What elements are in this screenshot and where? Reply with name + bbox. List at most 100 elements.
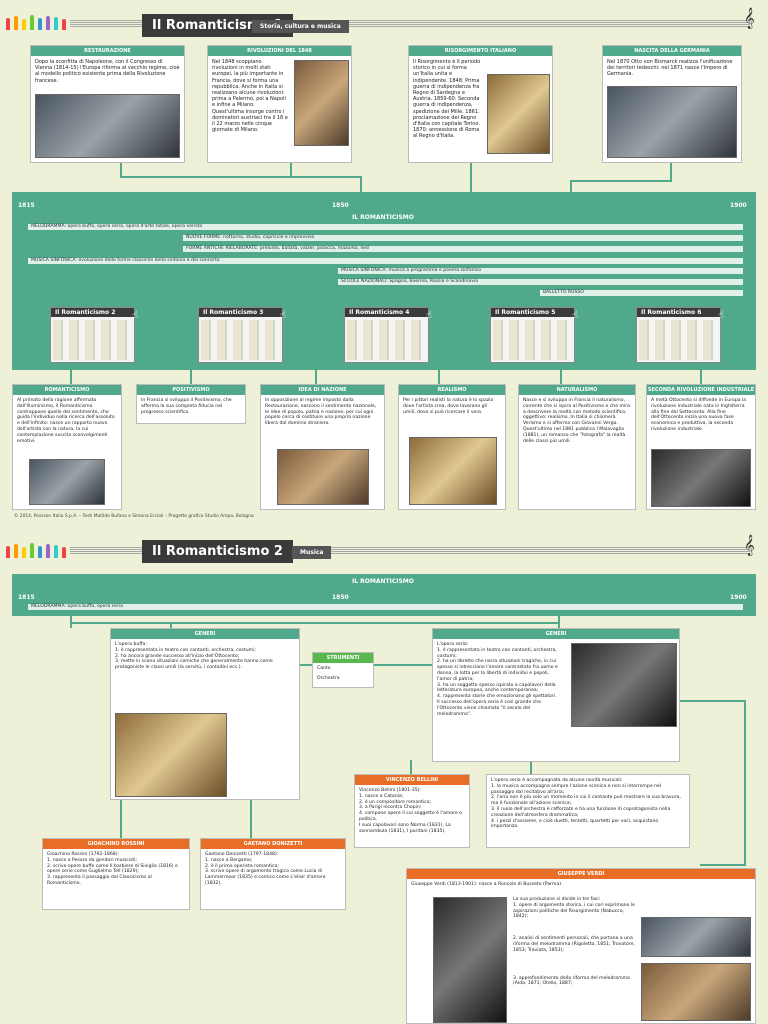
connector	[530, 760, 532, 774]
staff-lines	[70, 547, 750, 557]
card-head: ROMANTICISMO	[13, 385, 121, 395]
list-item: Canto	[317, 666, 331, 671]
connector	[560, 370, 562, 384]
list-item: 3. ha un soggetto spesso ispirato a capo…	[437, 682, 556, 694]
year-label: 1900	[730, 594, 747, 601]
card-text: Il Risorgimento è il periodo storico in …	[413, 59, 481, 140]
connector	[120, 800, 122, 838]
card-head: POSITIVISMO	[137, 385, 245, 395]
card-head: SECONDA RIVOLUZIONE INDUSTRIALE	[647, 385, 755, 395]
composer-name: Vincenzo Bellini (1801-35):	[359, 788, 421, 793]
page2-title: Il Romanticismo 2	[142, 540, 293, 563]
list-item: 1. è rappresentata in teatro con cantant…	[437, 647, 557, 659]
link-romanticismo-5[interactable]: Il Romanticismo 5☝	[490, 307, 578, 363]
card-rossini: GIOACHINO ROSSINI Gioachino Rossini (179…	[42, 838, 190, 910]
connector	[190, 370, 192, 384]
link-romanticismo-3[interactable]: Il Romanticismo 3☝	[198, 307, 286, 363]
list-item: 2. l'aria non è più solo un momento in c…	[491, 795, 681, 807]
card-generi-opera-buffa: GENERI L'opera buffa: 1. è rappresentata…	[110, 628, 300, 800]
card-rivoluzioni-1848: RIVOLUZIONI DEL 1848 Nel 1848 scoppiano …	[207, 45, 352, 163]
card-text: In Francia si sviluppa il Positivismo, c…	[141, 398, 232, 415]
wanderer-painting	[29, 459, 105, 505]
card-body: Gioachino Rossini (1792-1868): 1. nasce …	[43, 849, 189, 890]
list-item: 1. opere di argomento storico, i cui cor…	[513, 902, 635, 920]
connector	[170, 622, 172, 628]
list-item: 1. la musica accompagna sempre l'azione …	[491, 783, 662, 795]
industry-painting	[651, 449, 751, 507]
card-text: In opposizione al regime imposto dalla R…	[265, 398, 377, 427]
gleaners-painting	[409, 437, 497, 505]
list-item: 1. nasce a Catania;	[359, 793, 404, 799]
thumb-title: Il Romanticismo 5	[491, 308, 574, 317]
list-item: 3. mette in scena situazioni comiche che…	[115, 659, 273, 671]
link-romanticismo-4[interactable]: Il Romanticismo 4☝	[344, 307, 432, 363]
composer-name: Giuseppe Verdi (1813-1901): nasce a Ronc…	[411, 882, 563, 887]
card-head: GIOACHINO ROSSINI	[43, 839, 189, 849]
card-intro: L'opera seria:	[437, 642, 469, 647]
card-head: VINCENZO BELLINI	[355, 775, 469, 785]
connector	[360, 176, 362, 194]
timeline-row: FORME ANTICHE RIELABORATE: preludio, bal…	[183, 246, 743, 252]
timeline-row: MUSICA SINFONICA: musica a programma e p…	[338, 268, 743, 274]
card-outro: Il successo dell'opera seria è così gran…	[437, 699, 542, 717]
card-body: Gaetano Donizetti (1797-1848): 1. nasce …	[201, 849, 345, 890]
connector	[700, 370, 702, 384]
connector	[640, 700, 746, 702]
connector	[670, 163, 672, 181]
timeline-row: MELODRAMMA: opera buffa, opera seria, op…	[28, 224, 743, 230]
connector	[120, 163, 122, 177]
opera-scene-photo	[641, 917, 751, 957]
card-idea-nazione: IDEA DI NAZIONE In opposizione al regime…	[260, 384, 385, 510]
nation-painting	[277, 449, 369, 505]
card-head: RIVOLUZIONI DEL 1848	[208, 46, 351, 56]
opera-buffa-painting	[115, 713, 227, 797]
musical-notes-decoration	[4, 538, 74, 558]
treble-clef-icon: 𝄞	[744, 8, 755, 29]
list-item: 2. è un compositore romantico;	[359, 799, 432, 805]
list-item: 2. ha ancora grande successo all'inizio …	[115, 653, 240, 659]
link-romanticismo-2[interactable]: Il Romanticismo 2☝	[50, 307, 138, 363]
list-item: Orchestra	[317, 675, 340, 681]
thumb-title: Il Romanticismo 4	[345, 308, 428, 317]
card-head: GENERI	[433, 629, 679, 639]
year-label: 1815	[18, 594, 35, 601]
connector	[570, 180, 572, 194]
card-body: L'opera seria: 1. è rappresentata in tea…	[433, 639, 565, 720]
connector	[470, 163, 472, 193]
timeline-row: MUSICA SINFONICA: evoluzione delle forme…	[28, 258, 743, 264]
card-risorgimento: RISORGIMENTO ITALIANO Il Risorgimento è …	[408, 45, 553, 163]
timeline-row: MELODRAMMA: opera buffa, opera seria	[28, 604, 743, 610]
page2-subtitle: Musica	[292, 546, 332, 559]
connector	[290, 163, 292, 177]
thumb-title: Il Romanticismo 6	[637, 308, 720, 317]
list-item: 2. analisi di sentimenti personali, che …	[513, 936, 635, 953]
verdi-portrait	[433, 897, 507, 1023]
card-text: Al primato della ragione affermato dall'…	[17, 398, 115, 444]
link-romanticismo-6[interactable]: Il Romanticismo 6☝	[636, 307, 724, 363]
connector	[70, 622, 560, 624]
connector	[558, 616, 560, 628]
card-intro: L'opera buffa:	[115, 642, 147, 647]
card-realismo: REALISMO Per i pittori realisti la natur…	[398, 384, 506, 510]
risorgimento-painting	[487, 74, 550, 154]
card-bellini: VINCENZO BELLINI Vincenzo Bellini (1801-…	[354, 774, 470, 848]
pointer-hand-icon: ☝	[131, 310, 138, 321]
list-item: 4. rappresenta storie che emozionano gli…	[437, 694, 557, 700]
pointer-hand-icon: ☝	[571, 310, 578, 321]
connector	[700, 864, 746, 866]
card-head: GIUSEPPE VERDI	[407, 869, 755, 879]
list-item: 3. a Parigi incontra Chopin;	[359, 805, 422, 811]
card-body: L'opera seria è accompagnata da alcune n…	[487, 775, 689, 833]
card-text: Nel 1848 scoppiano rivoluzioni in molti …	[212, 59, 288, 134]
staff-lines	[70, 20, 750, 30]
card-body: L'opera buffa: 1. è rappresentata in tea…	[111, 639, 299, 674]
card-head: RESTAURAZIONE	[31, 46, 184, 56]
list-item: 1. è rappresentata in teatro con cantant…	[115, 647, 256, 653]
timeline-title: IL ROMANTICISMO	[352, 578, 414, 585]
timeline-row: SCUOLE NAZIONALI: Spagna, Boemia, Russia…	[338, 279, 743, 285]
card-head: NATURALISMO	[519, 385, 635, 395]
card-head: RISORGIMENTO ITALIANO	[409, 46, 552, 56]
page1-title: Il Romanticismo 1	[142, 14, 293, 37]
card-body: Vincenzo Bellini (1801-35): 1. nasce a C…	[355, 785, 469, 837]
list-item: 2. è il primo operista romantico;	[205, 863, 279, 869]
